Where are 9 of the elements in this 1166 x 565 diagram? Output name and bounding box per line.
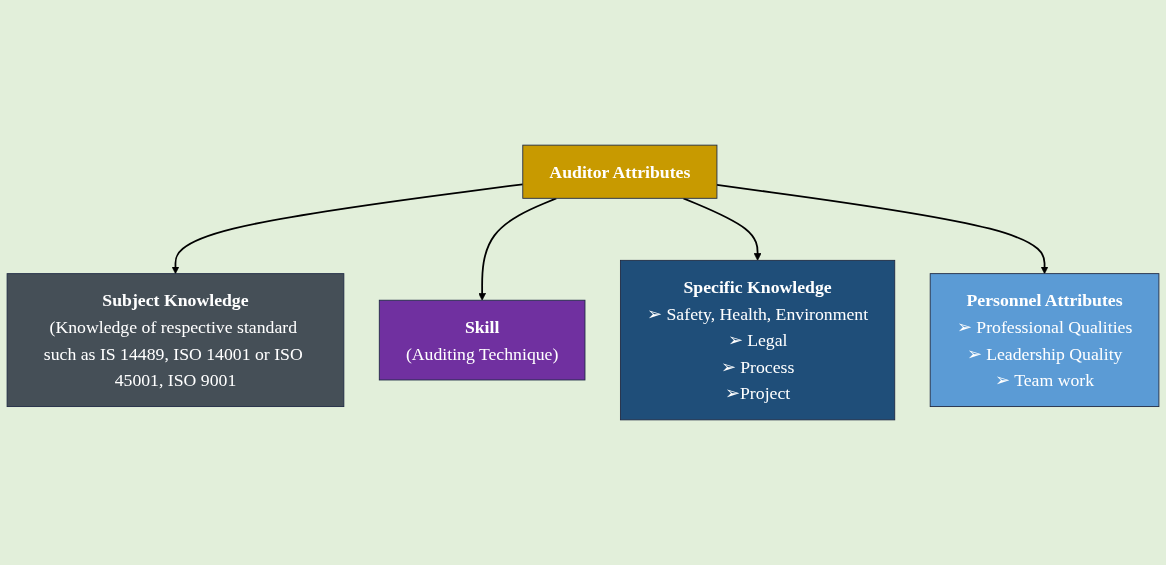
node-box: Skill (Auditing Technique) [378,299,586,381]
node-box: Subject Knowledge (Knowledge of respective standard such as IS 14489, ISO 14001 or ISO 45001, ISO 9001 [6,273,345,407]
arrow [682,197,762,261]
arrow [478,197,558,301]
node-box: Personnel Attributes ➢ Professional Qualities ➢ Leadership Quality ➢ Team work [929,273,1160,407]
arrow [171,183,524,274]
arrow [716,184,1049,274]
node-box: Specific Knowledge ➢ Safety, Health, Environment ➢ Legal ➢ Process ➢Project [620,259,896,421]
node-box: Auditor Attributes [522,144,718,199]
